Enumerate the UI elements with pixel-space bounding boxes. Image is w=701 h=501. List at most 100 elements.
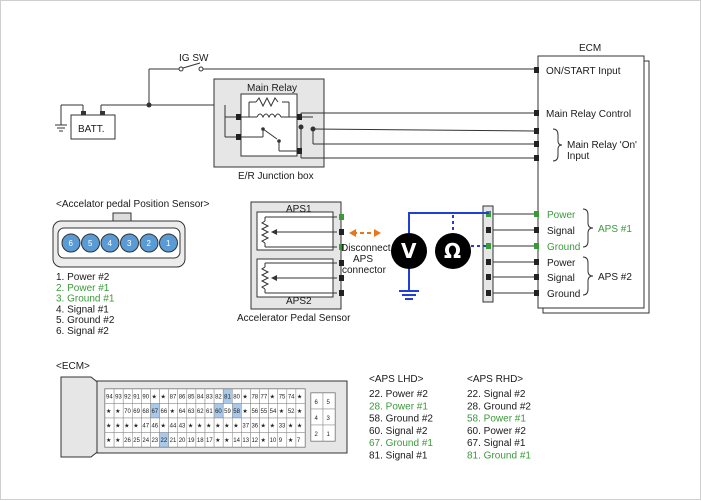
harness-connector <box>482 205 534 303</box>
ecm-connector-pin: ★ <box>197 423 202 430</box>
sensor-pin <box>159 233 178 253</box>
sensor-pin-item: 6. Signal #2 <box>56 326 109 337</box>
sensor-pin-number: 1 <box>166 239 171 248</box>
ecm-connector-pin: 59 <box>224 409 231 415</box>
aps2-group-label: APS #2 <box>598 272 632 283</box>
ecm-connector-title: <ECM> <box>56 361 90 372</box>
ecm-connector-pin: 64 <box>179 409 186 415</box>
ecm-connector-pin: 94 <box>106 395 113 401</box>
ecm-pin-aps1-power: Power <box>547 210 576 221</box>
ecm-connector-pin: ★ <box>242 408 247 415</box>
ohmmeter-symbol: Ω <box>444 239 461 263</box>
ecm-connector-pin: 21 <box>170 438 177 444</box>
ecm-connector-pin: ★ <box>115 408 120 415</box>
ecm-connector-pin: 24 <box>142 438 149 444</box>
battery: BATT. <box>55 104 116 140</box>
aps-rhd-title: <APS RHD> <box>467 374 523 385</box>
ecm-box: ECM ON/START Input Main Relay Control Ma… <box>534 43 650 314</box>
relay-to-ecm-wiring <box>300 112 535 159</box>
accelerator-pedal-sensor: Accelerator Pedal Sensor APS1 APS2 <box>237 201 351 324</box>
ecm-connector-pin: 14 <box>233 438 240 444</box>
sensor-pin-item: 5. Ground #2 <box>56 315 115 326</box>
ecm-connector-pin: ★ <box>270 394 275 401</box>
ecm-connector-pin: ★ <box>242 394 247 401</box>
disconnect-label-3: connector <box>342 265 387 276</box>
ecm-connector-pin: 52 <box>288 409 295 415</box>
ecm-connector-pin: 44 <box>170 424 177 430</box>
ecm-connector-pin: 20 <box>179 438 186 444</box>
ecm-connector-pin: ★ <box>215 437 220 444</box>
ecm-connector-pin: ★ <box>288 437 293 444</box>
aps-lhd-item: 22. Power #2 <box>369 389 428 400</box>
ecm-connector-pin: 13 <box>242 438 249 444</box>
sensor-pin-item: 2. Power #1 <box>56 283 110 294</box>
ecm-connector-side-pin: 2 <box>315 432 319 438</box>
ecm-connector-pin: ★ <box>115 437 120 444</box>
ecm-connector-pin: 77 <box>261 395 268 401</box>
aps-lhd-item: 58. Ground #2 <box>369 414 433 425</box>
ecm-connector-pin: 80 <box>233 395 240 401</box>
ecm-connector-pin: 46 <box>151 424 158 430</box>
ecm-connector-pin: 70 <box>124 409 131 415</box>
ecm-connector-pin: 26 <box>124 438 131 444</box>
ecm-connector-pin: ★ <box>261 437 266 444</box>
ecm-pin-main-relay-on-input: Input <box>567 151 589 162</box>
aps-rhd-item: 22. Signal #2 <box>467 389 526 400</box>
aps-rhd-list: <APS RHD> 22. Signal #228. Ground #258. … <box>467 374 531 462</box>
ecm-connector-pin: 58 <box>233 409 240 415</box>
ecm-connector-pin: 92 <box>124 395 131 401</box>
ecm-connector-pin: 67 <box>151 409 158 415</box>
ecm-connector-pin: ★ <box>106 437 111 444</box>
sensor-pin-number: 2 <box>147 239 152 248</box>
ecm-connector-pin: ★ <box>224 423 229 430</box>
aps1-label: APS1 <box>286 204 312 215</box>
ecm-connector-pin: 84 <box>197 395 204 401</box>
ecm-connector-pin: 47 <box>142 424 149 430</box>
ohmmeter: Ω <box>435 233 471 269</box>
sensor-pin <box>139 233 159 253</box>
sensor-pin-number: 3 <box>127 239 132 248</box>
ecm-connector-pin: ★ <box>115 423 120 430</box>
ecm-connector-pin: 17 <box>206 438 213 444</box>
ecm-connector-pin: 78 <box>251 395 258 401</box>
ecm-connector-pin: 86 <box>179 395 186 401</box>
ecm-connector-pin: 19 <box>188 438 195 444</box>
ecm-connector-side-pin: 6 <box>315 400 319 406</box>
ecm-connector-pin: ★ <box>124 423 129 430</box>
ecm-connector-pin: ★ <box>188 423 193 430</box>
ecm-connector-cell <box>295 432 306 448</box>
ecm-connector-pin: ★ <box>106 408 111 415</box>
ecm-connector-pin: 81 <box>224 395 231 401</box>
aps-lhd-item: 28. Power #1 <box>369 401 428 412</box>
aps-lhd-title: <APS LHD> <box>369 374 424 385</box>
power-wiring: IG SW BATT. <box>55 53 534 140</box>
ecm-connector-pin: 74 <box>288 395 295 401</box>
ig-sw-label: IG SW <box>179 53 209 64</box>
sensor-pin-number: 5 <box>88 239 93 248</box>
ecm-connector-pin: 83 <box>206 395 213 401</box>
ecm-connector-pin: 75 <box>279 395 286 401</box>
ecm-connector-pin: 85 <box>188 395 195 401</box>
ecm-pin-on-start: ON/START Input <box>546 66 621 77</box>
sensor-pin-number: 4 <box>108 239 113 248</box>
ecm-connector-pin: ★ <box>106 423 111 430</box>
sensor-pin <box>120 233 139 253</box>
ecm-connector-pin: 22 <box>161 438 168 444</box>
aps-lhd-list: <APS LHD> 22. Power #228. Power #1 58. Gr… <box>369 374 433 462</box>
aps-rhd-item: 60. Power #2 <box>467 426 526 437</box>
ecm-connector-pin: 25 <box>133 438 140 444</box>
ecm-connector-pin: 69 <box>133 409 140 415</box>
ecm-connector-pin: 18 <box>197 438 204 444</box>
ecm-connector-pin: 82 <box>215 395 222 401</box>
ecm-connector-pin: ★ <box>206 423 211 430</box>
ecm-connector-pin: 36 <box>251 424 258 430</box>
battery-label: BATT. <box>78 124 104 135</box>
ecm-connector-pin: ★ <box>279 408 284 415</box>
ecm-connector-pin: 23 <box>151 438 158 444</box>
ecm-connector-pin: 55 <box>261 409 268 415</box>
sensor-pin-item: 4. Signal #1 <box>56 304 109 315</box>
junction-box: E/R Junction box Main Relay <box>213 78 325 182</box>
